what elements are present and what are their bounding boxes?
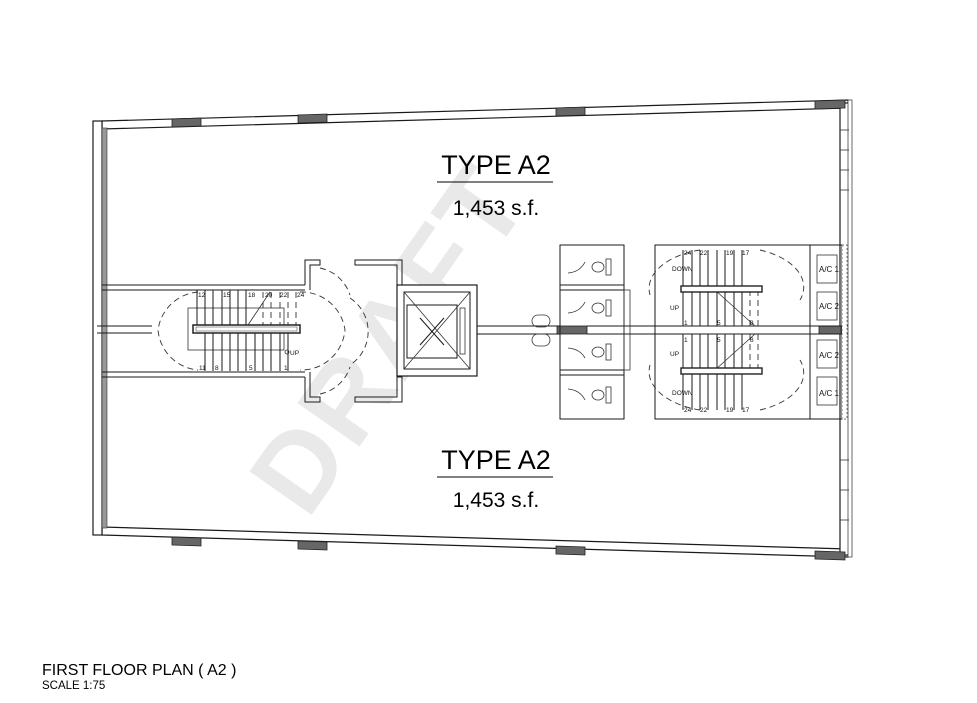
stair-step-number: 1 <box>284 365 288 372</box>
unit-area: 1,453 s.f. <box>453 197 539 220</box>
ac-closets: A/C 1 A/C 2 A/C 2 A/C 1 <box>809 244 848 420</box>
unit-label-north: TYPE A2 1,453 s.f. <box>437 150 553 220</box>
stair-down-label: DOWN <box>672 390 693 397</box>
stair-step-number: 22 <box>700 407 708 414</box>
stair-step-number: 12 <box>198 292 206 299</box>
west-stair: 12 15 18 20 22 24 11 8 5 1 UP <box>157 290 346 372</box>
toilet-icon <box>591 258 612 276</box>
stair-up-label: UP <box>670 351 679 358</box>
stair-down-label: DOWN <box>672 266 693 273</box>
ac-unit-label: A/C 2 <box>819 351 840 360</box>
stair-step-number: 15 <box>223 292 231 299</box>
stair-step-number: 11 <box>199 365 206 372</box>
unit-label-south: TYPE A2 1,453 s.f. <box>437 445 553 512</box>
stair-step-number: 19 <box>726 250 734 257</box>
stair-step-number: 24 <box>684 407 692 414</box>
exterior-walls <box>92 99 853 558</box>
drawing-scale: SCALE 1:75 <box>42 680 106 692</box>
stair-step-number: 17 <box>742 250 750 257</box>
stair-step-number: 5 <box>717 337 721 344</box>
toilet-icon <box>591 299 612 317</box>
stair-step-number: 22 <box>280 292 288 299</box>
stair-step-number: 8 <box>750 320 754 327</box>
east-stairs: 24 22 19 17 1 5 8 DOWN UP 1 5 8 UP DOWN … <box>648 244 811 420</box>
drawing-caption: FIRST FLOOR PLAN ( A2 ) SCALE 1:75 <box>42 662 236 693</box>
ac-unit-label: A/C 1 <box>819 389 840 398</box>
unit-name: TYPE A2 <box>441 150 551 180</box>
toilet-icon <box>591 386 612 404</box>
stair-up-label: UP <box>670 305 679 312</box>
washroom-block <box>531 244 631 420</box>
stair-step-number: 18 <box>248 292 256 299</box>
stair-step-number: 22 <box>700 250 708 257</box>
ac-unit-label: A/C 2 <box>819 302 840 311</box>
stair-step-number: 1 <box>684 320 688 327</box>
stair-step-number: 19 <box>726 407 734 414</box>
ac-unit-label: A/C 1 <box>819 265 840 274</box>
stair-step-number: 17 <box>742 407 750 414</box>
drawing-title: FIRST FLOOR PLAN ( A2 ) <box>42 662 237 679</box>
stair-step-number: 24 <box>684 250 692 257</box>
stair-step-number: 24 <box>297 292 305 299</box>
toilet-icon <box>591 343 612 361</box>
stair-step-number: 20 <box>265 292 273 299</box>
structural-columns <box>171 99 846 561</box>
stair-step-number: 5 <box>249 365 253 372</box>
stair-step-number: 8 <box>215 365 219 372</box>
unit-area: 1,453 s.f. <box>453 489 539 512</box>
stair-step-number: 1 <box>684 337 688 344</box>
stair-step-number: 8 <box>750 337 754 344</box>
unit-name: TYPE A2 <box>441 445 551 475</box>
stair-up-label: UP <box>290 350 299 357</box>
sink-icon <box>531 314 551 347</box>
elevator-shaft <box>396 284 478 377</box>
stair-step-number: 5 <box>717 320 721 327</box>
